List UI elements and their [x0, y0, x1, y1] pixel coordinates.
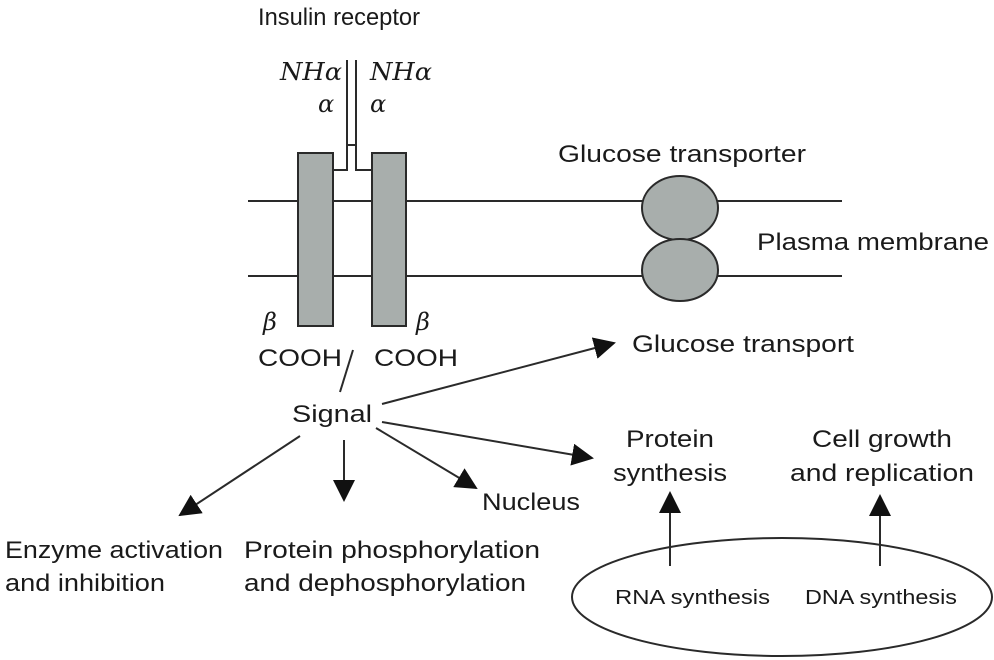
- insulin-receptor: [297, 60, 407, 327]
- arrow-to-nucleus: [375, 427, 478, 490]
- arrow-to-protein-synthesis: [381, 421, 594, 466]
- nh-alpha-left-label: NHα: [279, 58, 342, 86]
- enzyme-label-2: and inhibition: [5, 570, 165, 597]
- plasma-membrane-label: Plasma membrane: [757, 229, 989, 256]
- nucleus-ellipse: [571, 537, 993, 657]
- alpha-chain-right: [355, 60, 372, 171]
- phosphorylation-label-1: Protein phosphorylation: [244, 537, 540, 564]
- signal-label: Signal: [292, 401, 372, 428]
- arrow-to-enzyme: [178, 435, 301, 517]
- glucose-transporter-label: Glucose transporter: [558, 141, 806, 168]
- cell-growth-label-1: Cell growth: [812, 426, 952, 453]
- alpha-chain-left: [333, 60, 348, 171]
- phosphorylation-label-2: and dephosphorylation: [244, 570, 526, 597]
- protein-synthesis-label-1: Protein: [626, 426, 714, 453]
- protein-synthesis-label-2: synthesis: [613, 460, 727, 487]
- glucose-transporter-lower: [641, 238, 719, 302]
- alpha-left-label: α: [318, 90, 334, 118]
- dna-synthesis-label: DNA synthesis: [805, 587, 957, 609]
- receptor-to-signal-line: [339, 349, 354, 393]
- enzyme-label-1: Enzyme activation: [5, 537, 223, 564]
- beta-right-label: β: [415, 308, 430, 336]
- alpha-right-label: α: [370, 90, 386, 118]
- receptor-beta-right: [371, 152, 407, 327]
- cell-growth-label-2: and replication: [790, 460, 974, 487]
- glucose-transport-label: Glucose transport: [632, 331, 854, 358]
- cooh-left-label: COOH: [258, 345, 342, 372]
- nucleus-label: Nucleus: [482, 489, 580, 516]
- cooh-right-label: COOH: [374, 345, 458, 372]
- arrow-to-glucose-transport: [381, 337, 616, 405]
- glucose-transporter-upper: [641, 175, 719, 241]
- rna-synthesis-label: RNA synthesis: [615, 587, 770, 609]
- insulin-receptor-label: Insulin receptor: [258, 4, 420, 31]
- nh-alpha-right-label: NHα: [369, 58, 432, 86]
- receptor-beta-left: [297, 152, 334, 327]
- beta-left-label: β: [262, 308, 277, 336]
